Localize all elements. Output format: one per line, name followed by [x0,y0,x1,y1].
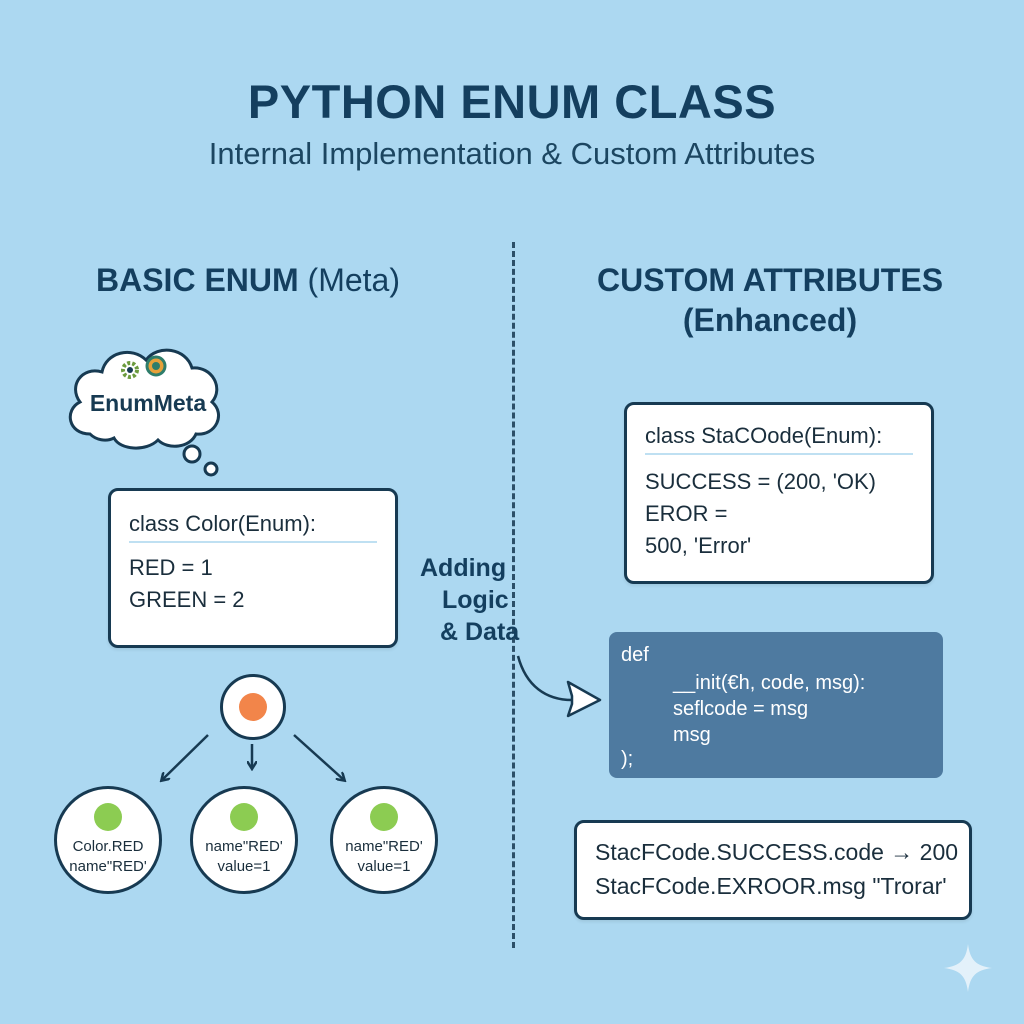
enum-root-node [220,674,286,740]
member-3-line2: value=1 [357,858,411,875]
member-1-line2: name"RED' [69,858,147,875]
page-title: PYTHON ENUM CLASS [247,75,777,128]
status-success-line: SUCCESS = (200, 'OK) [645,469,876,494]
init-line-def: def [621,644,649,666]
adding-label-line2: Logic [442,586,509,614]
adding-logic-label: Adding Logic & Data [420,552,536,648]
code-rule [645,453,913,455]
member-3-line1: name"RED' [345,838,423,855]
color-green-line: GREEN = 2 [129,587,245,612]
member-dot [230,803,258,831]
status-error-value-line: 500, 'Error' [645,533,752,558]
init-line-close: ); [621,748,634,770]
left-heading-bold: BASIC ENUM [95,262,299,298]
member-dot [370,803,398,831]
status-error-line: EROR = [645,501,728,526]
page-subtitle: Internal Implementation & Custom Attribu… [208,136,816,171]
member-node-2: name"RED' value=1 [190,786,298,894]
member-2-line2: value=1 [217,858,271,875]
adding-label-line1: Adding [420,554,507,582]
left-heading-light: (Meta) [298,262,400,298]
left-heading: BASIC ENUM (Meta) [62,262,434,299]
member-1-line1: Color.RED [72,838,144,855]
member-dot [94,803,122,831]
color-enum-code-box: class Color(Enum): RED = 1 GREEN = 2 [108,488,398,648]
right-heading-sub: (Enhanced) [682,302,858,338]
color-red-line: RED = 1 [129,555,213,580]
code-rule [129,541,377,543]
usage-line-success: StacFCode.SUCCESS.code → 200 [595,839,959,865]
status-class-header: class StaCOode(Enum): [645,423,883,448]
status-enum-code-box: class StaCOode(Enum): SUCCESS = (200, 'O… [624,402,934,584]
gears-icon [121,355,167,379]
usage-example-box: StacFCode.SUCCESS.code → 200 StacFCode.E… [574,820,972,920]
color-class-header: class Color(Enum): [129,511,317,536]
enum-meta-label: EnumMeta [89,390,207,416]
section-divider [512,242,515,948]
init-method-box: def __init(€h, code, msg): seflcode = ms… [609,632,943,778]
init-line-msg: msg [673,724,711,746]
sparkle-icon [944,944,992,992]
right-heading: CUSTOM ATTRIBUTES [596,262,944,298]
member-node-3: name"RED' value=1 [330,786,438,894]
adding-label-line3: & Data [440,618,520,646]
init-line-assign: seflcode = msg [673,698,809,720]
member-2-line1: name"RED' [205,838,283,855]
usage-line-error: StacFCode.EXROOR.msg "Trorar' [595,873,947,899]
root-dot [239,693,267,721]
arrow-to-member-3 [293,734,344,780]
thought-cloud [68,348,220,477]
arrow-to-member-1 [162,734,209,780]
init-line-signature: __init(€h, code, msg): [673,672,866,694]
member-node-1: Color.RED name"RED' [54,786,162,894]
curved-arrow-to-init [516,655,602,718]
